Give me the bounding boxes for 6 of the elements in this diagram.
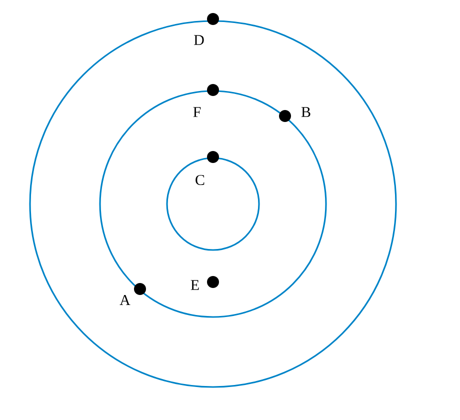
point-label: D bbox=[194, 35, 204, 45]
point-label: F bbox=[193, 107, 201, 117]
point-label: B bbox=[301, 107, 310, 117]
point-label: A bbox=[120, 295, 130, 305]
point-label: E bbox=[190, 280, 199, 290]
point-label: C bbox=[196, 174, 204, 186]
